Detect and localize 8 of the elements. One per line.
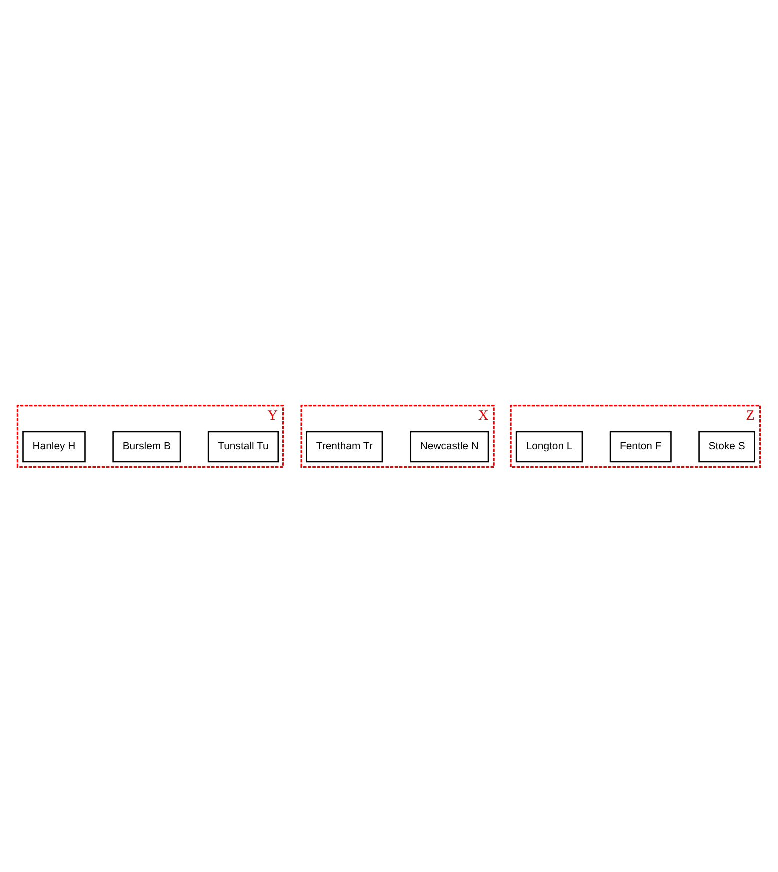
node-box: Tunstall Tu [208, 430, 280, 462]
node-box: Burslem B [112, 430, 182, 462]
node-box: Stoke S [698, 430, 756, 462]
node-box: Newcastle N [410, 430, 490, 462]
node-box: Hanley H [22, 430, 86, 462]
node-box: Longton L [516, 430, 584, 462]
node-box: Fenton F [610, 430, 672, 462]
node-box: Trentham Tr [306, 430, 384, 462]
